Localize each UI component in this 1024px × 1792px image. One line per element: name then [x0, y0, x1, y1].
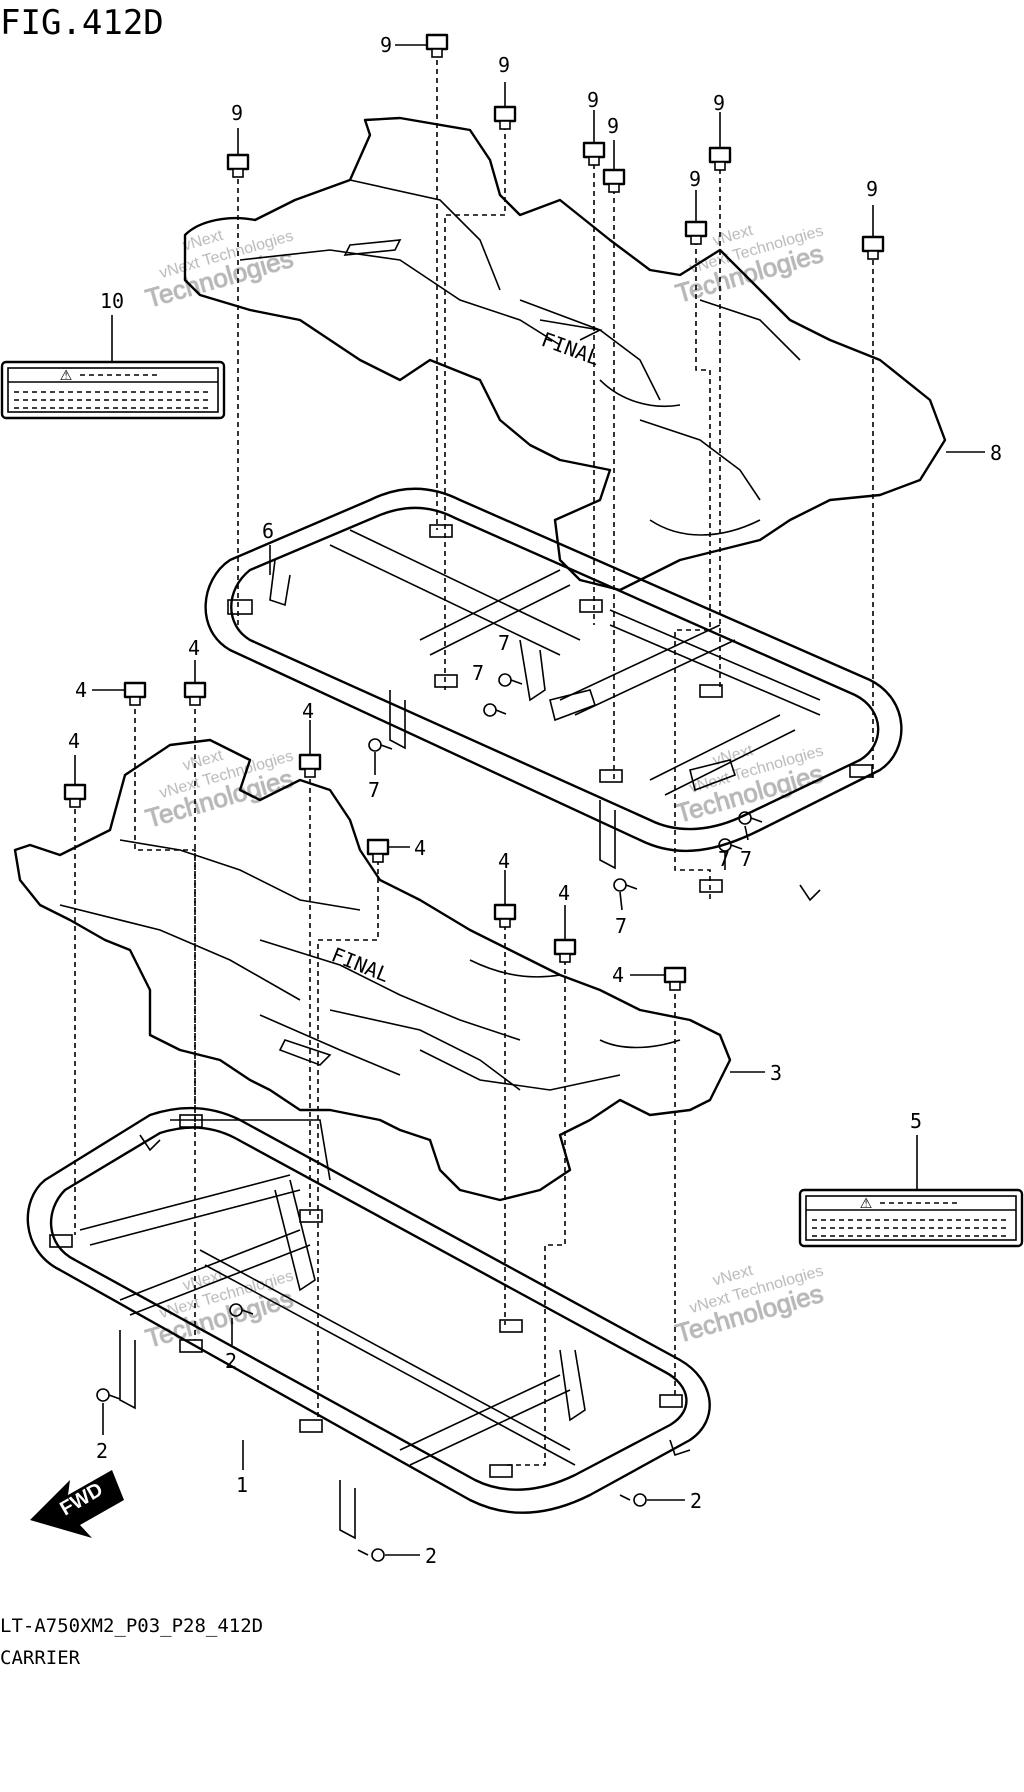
callout-5: 5: [910, 1109, 922, 1133]
bolt-icon: [226, 153, 250, 178]
bolt-icon: [708, 146, 732, 171]
small-bolt-icon: [483, 703, 507, 717]
warning-label-5: 5 ⚠: [798, 1109, 1024, 1248]
small-bolt-icon: [96, 1388, 121, 1402]
callout-10: 10: [100, 289, 124, 313]
fwd-arrow-icon: FWD: [30, 1470, 124, 1538]
callout-7: 7: [740, 847, 752, 871]
callout-8: 8: [990, 441, 1002, 465]
bolt-icon: [425, 33, 449, 58]
callout-1: 1: [236, 1473, 248, 1497]
callout-3: 3: [770, 1061, 782, 1085]
callout-9: 9: [866, 177, 878, 201]
callout-7: 7: [472, 661, 484, 685]
front-carrier-frame: [26, 1106, 711, 1540]
bolt-icon: [582, 141, 606, 166]
front-callouts: 4 4 4 4 4 4 4 4 3 1: [68, 636, 782, 1497]
rear-bolt-lines: [237, 60, 874, 900]
warning-triangle-icon: ⚠: [60, 361, 72, 385]
callout-6: 6: [262, 519, 274, 543]
callout-7: 7: [368, 778, 380, 802]
callout-9: 9: [380, 33, 392, 57]
bolt-icon: [663, 966, 687, 991]
watermark: vNext vNext Technologies Technologies: [672, 222, 827, 309]
small-bolt-icon: [619, 1493, 647, 1507]
diagram-name: CARRIER: [0, 1647, 81, 1669]
rear-small-bolts: 7 7 7 7 7 7: [368, 631, 763, 938]
callout-2: 2: [225, 1349, 237, 1373]
small-bolt-icon: [738, 811, 763, 825]
bolt-icon: [861, 235, 885, 260]
small-bolt-icon: [613, 878, 638, 892]
front-bolt-lines: [74, 700, 676, 1466]
callout-4: 4: [75, 678, 87, 702]
callout-2: 2: [96, 1439, 108, 1463]
callout-4: 4: [302, 699, 314, 723]
bolt-icon: [183, 681, 207, 706]
bolt-icon: [553, 938, 577, 963]
callout-7: 7: [615, 914, 627, 938]
callout-4: 4: [558, 881, 570, 905]
callout-9: 9: [607, 114, 619, 138]
callout-4: 4: [68, 729, 80, 753]
callout-4: 4: [498, 849, 510, 873]
callout-9: 9: [689, 167, 701, 191]
callout-9: 9: [498, 53, 510, 77]
bolt-icon: [684, 220, 708, 245]
bolt-icon: [602, 168, 626, 193]
small-bolt-icon: [498, 673, 523, 687]
bolt-icon: [298, 753, 322, 778]
callout-4: 4: [612, 963, 624, 987]
callout-2: 2: [425, 1544, 437, 1568]
callout-9: 9: [713, 91, 725, 115]
small-bolt-icon: [357, 1548, 385, 1562]
warning-label-10: 10 ⚠: [0, 289, 226, 420]
callout-9: 9: [231, 101, 243, 125]
callout-7: 7: [498, 631, 510, 655]
bolt-icon: [493, 903, 517, 928]
callout-9: 9: [587, 88, 599, 112]
callout-4: 4: [414, 836, 426, 860]
rear-callouts: 9 9 9 9 9 9 9 9 8 6: [231, 33, 1002, 575]
callout-2: 2: [690, 1489, 702, 1513]
diagram-code: LT-A750XM2_P03_P28_412D: [0, 1615, 263, 1637]
watermarks: vNext vNext Technologies Technologies vN…: [142, 222, 827, 1354]
bolt-icon: [366, 838, 390, 863]
front-bolts: [63, 681, 687, 991]
bolt-icon: [493, 105, 517, 130]
warning-triangle-icon: ⚠: [860, 1189, 872, 1213]
small-bolt-icon: [718, 838, 743, 852]
callout-4: 4: [188, 636, 200, 660]
front-small-bolts: 2 2 2 2: [96, 1303, 702, 1568]
bolt-icon: [123, 681, 147, 706]
watermark: vNext vNext Technologies Technologies: [672, 1262, 827, 1349]
rear-bolts: [226, 33, 885, 260]
small-bolt-icon: [368, 738, 393, 752]
watermark: vNext vNext Technologies Technologies: [142, 227, 297, 314]
rear-carrier-frame: [204, 487, 903, 902]
bolt-icon: [63, 783, 87, 808]
small-bolt-icon: [229, 1303, 254, 1317]
rear-carrier-cover: FINAL: [183, 116, 947, 592]
cover-embossing: FINAL: [328, 942, 393, 987]
figure-title: FIG.412D: [0, 3, 164, 43]
callout-7: 7: [718, 847, 730, 871]
